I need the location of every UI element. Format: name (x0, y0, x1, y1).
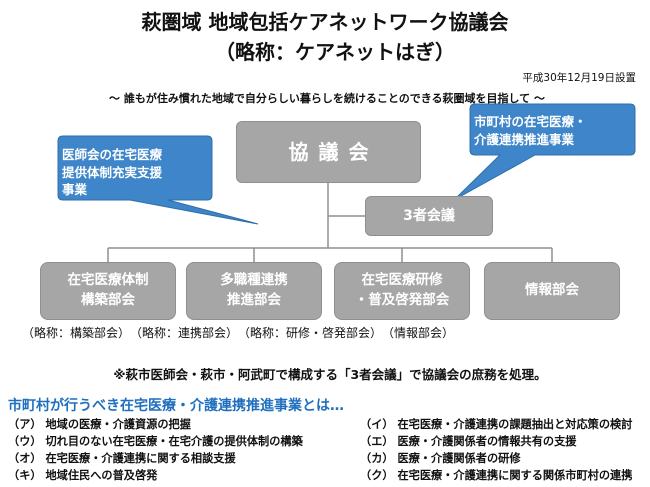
callout-left-line: 提供体制充実支援 (62, 164, 163, 180)
abbreviation: （略称：研修・啓発部会） (238, 326, 383, 340)
callout-right-line: 介護連携推進事業 (474, 131, 575, 147)
subcommittee-box: 多職種連携 推進部会 (186, 262, 322, 320)
list-item: （エ） 医療・介護関係者の情報共有の支援 (360, 435, 577, 448)
subcommittee-box: 在宅医療研修 ・普及啓発部会 (334, 262, 470, 320)
callout-right-bubble (453, 103, 636, 201)
page-title: 萩圏域 地域包括ケアネットワーク協議会 (141, 10, 509, 34)
council-box: 協議会 (236, 121, 421, 183)
note: ※萩市医師会・萩市・阿武町で構成する「3者会議」で協議会の庶務を処理。 (113, 367, 547, 382)
established-date: 平成30年12月19日設置 (522, 72, 636, 84)
subcommittee-box: 情報部会 (484, 262, 620, 320)
subcommittee-label: 在宅医療体制 (67, 272, 149, 289)
projects-heading: 市町村が行うべき在宅医療・介護連携推進事業とは… (8, 398, 344, 414)
motto: ～ 誰もが住み慣れた地域で自分らしい暮らしを続けることのできる萩圏域を目指して … (109, 92, 545, 105)
callout-left-bubble (57, 135, 259, 225)
subcommittee-label: 在宅医療研修 (361, 272, 443, 289)
list-item: （キ） 地域住民への普及啓発 (8, 469, 158, 482)
subcommittee-label: 多職種連携 (220, 272, 288, 289)
list-item: （イ） 在宅医療・介護連携の課題抽出と対応策の検討 (360, 418, 633, 431)
subcommittee-box: 在宅医療体制 構築部会 (40, 262, 176, 320)
subcommittee-label: 推進部会 (227, 292, 281, 308)
list-item: （オ） 在宅医療・介護連携に関する相談支援 (8, 452, 236, 465)
abbreviation: （略称：構築部会） (22, 326, 131, 340)
list-item: （ウ） 切れ目のない在宅医療・在宅介護の提供体制の構築 (8, 435, 303, 448)
page-subtitle: （略称：ケアネットはぎ） (215, 40, 455, 64)
abbreviation: （略称：連携部会） (130, 326, 239, 340)
list-item: （ア） 地域の医療・介護資源の把握 (8, 418, 191, 431)
callout-right-line: 市町村の在宅医療・ (474, 114, 587, 129)
abbreviation-row: （略称：構築部会） （略称：連携部会） （略称：研修・啓発部会） （情報部会） (0, 324, 650, 341)
subcommittee-label: 構築部会 (81, 292, 135, 308)
subcommittee-label: 情報部会 (525, 282, 579, 299)
callout-left-line: 事業 (62, 182, 88, 197)
list-item: （カ） 医療・介護関係者の研修 (360, 452, 521, 465)
abbreviation: （情報部会） (382, 326, 455, 340)
three-party-meeting-box: 3者会議 (365, 196, 493, 236)
callout-right: 市町村の在宅医療・ 介護連携推進事業 (474, 113, 634, 148)
projects-list: （ア） 地域の医療・介護資源の把握 （イ） 在宅医療・介護連携の課題抽出と対応策… (8, 417, 648, 484)
callout-left: 医師会の在宅医療 提供体制充実支援 事業 (62, 146, 212, 199)
list-item: （ク） 在宅医療・介護連携に関する関係市町村の連携 (360, 469, 633, 482)
callout-left-line: 医師会の在宅医療 (62, 147, 163, 162)
subcommittee-label: ・普及啓発部会 (354, 292, 450, 308)
